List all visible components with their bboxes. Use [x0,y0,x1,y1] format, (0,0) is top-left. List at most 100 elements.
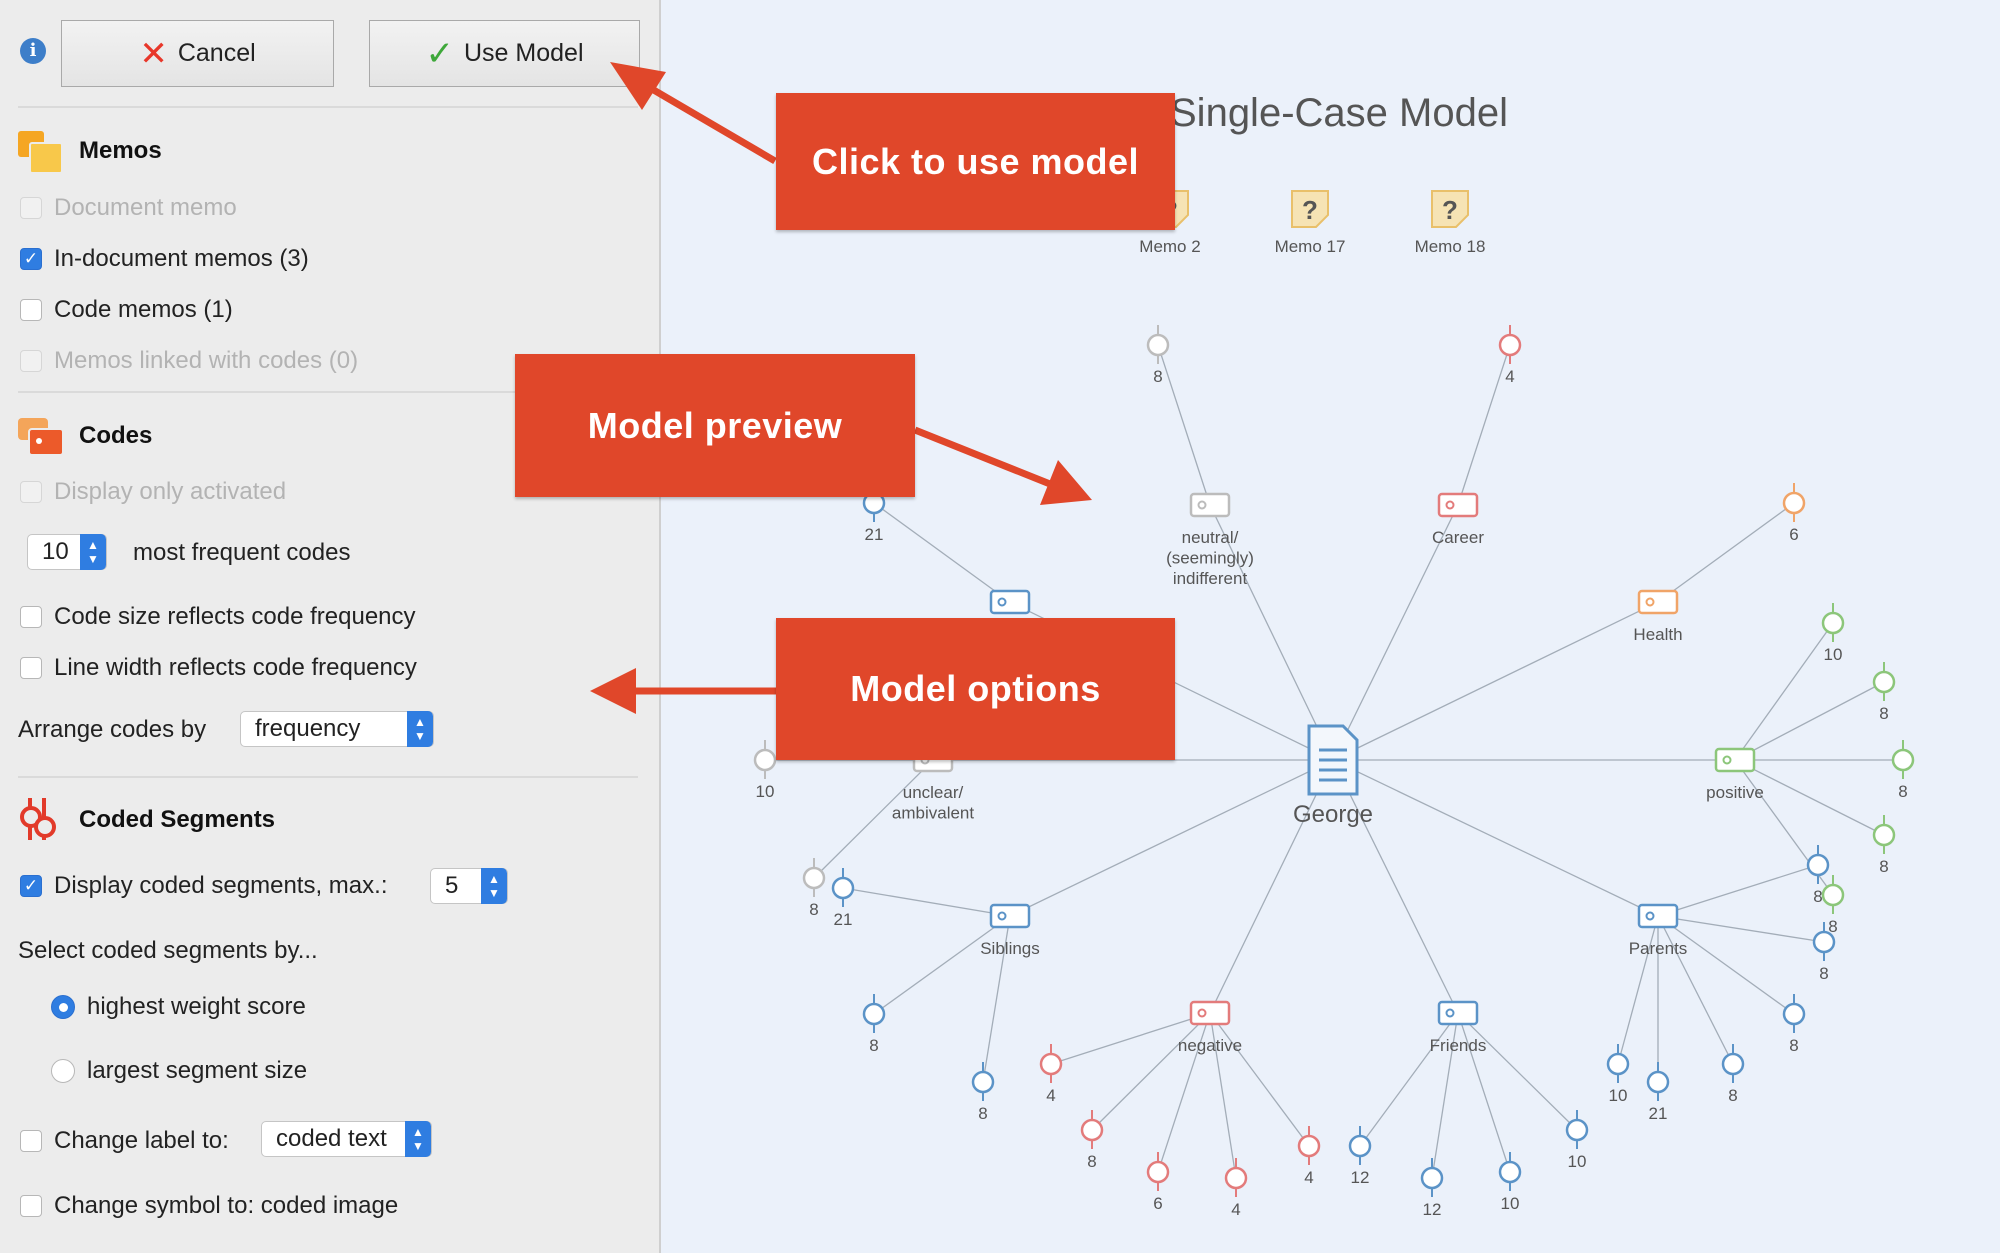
segment-link [1657,915,1734,1065]
segment-link [1657,915,1825,943]
select-arrows-icon[interactable]: ▲▼ [407,711,433,747]
highest-weight-radio[interactable] [51,995,75,1019]
coded-segment-icon[interactable] [862,994,886,1033]
change-label-checkbox[interactable] [20,1130,42,1152]
coded-segment-icon[interactable] [1782,483,1806,522]
change-label-option[interactable]: Change label to: [20,1127,229,1155]
coded-segment-icon[interactable] [1498,1152,1522,1191]
largest-segment-radio[interactable] [51,1059,75,1083]
coded-segment-icon[interactable] [1080,1110,1104,1149]
document-memo-option: Document memo [20,194,237,222]
coded-segment-icon[interactable] [1872,815,1896,854]
coded-segment-icon[interactable] [1891,740,1915,779]
change-label-value: coded text [276,1125,387,1152]
segment-count-label: 8 [869,1036,878,1055]
coded-segment-icon[interactable] [1224,1158,1248,1197]
stepper-arrows-icon[interactable]: ▲▼ [80,534,106,570]
stepper-arrows-icon[interactable]: ▲▼ [481,868,507,904]
display-coded-segments-label: Display coded segments, max.: [54,872,388,899]
code-tag-icon[interactable] [989,589,1031,615]
code-tag-icon[interactable] [989,903,1031,929]
coded-segment-icon[interactable] [971,1062,995,1101]
code-size-option[interactable]: Code size reflects code frequency [20,603,416,631]
coded-segment-icon[interactable] [1782,994,1806,1033]
info-icon[interactable]: i [20,38,46,64]
cancel-button[interactable]: ✕ Cancel [61,20,334,87]
segment-count-label: 4 [1505,367,1514,386]
code-link [1209,504,1334,761]
change-symbol-option[interactable]: Change symbol to: coded image [20,1192,398,1220]
segment-count-label: 8 [1898,782,1907,801]
in-document-memos-label: In-document memos (3) [54,245,309,272]
in-document-memos-checkbox[interactable]: ✓ [20,248,42,270]
segment-count-label: 8 [1728,1086,1737,1105]
document-memo-checkbox [20,197,42,219]
most-frequent-codes-stepper[interactable]: 10 ▲▼ [27,534,107,570]
code-tag-icon[interactable] [1637,903,1679,929]
display-coded-segments-option[interactable]: ✓ Display coded segments, max.: [20,872,387,900]
coded-segment-icon[interactable] [802,858,826,897]
code-tag-icon[interactable] [1437,492,1479,518]
segment-link [1657,915,1795,1015]
coded-segment-icon[interactable] [1721,1044,1745,1083]
coded-segment-icon[interactable] [1297,1126,1321,1165]
code-memos-option[interactable]: Code memos (1) [20,296,233,324]
coded-segment-icon[interactable] [1821,603,1845,642]
segment-count-label: 8 [1153,367,1162,386]
in-document-memos-option[interactable]: ✓ In-document memos (3) [20,245,309,273]
code-size-checkbox[interactable] [20,606,42,628]
segment-link [1050,1012,1211,1065]
document-icon[interactable] [1307,724,1359,796]
coded-segment-icon[interactable] [1146,1152,1170,1191]
coded-segment-icon[interactable] [1812,922,1836,961]
code-link [1332,504,1459,761]
max-segments-stepper[interactable]: 5 ▲▼ [430,868,508,904]
memos-linked-option: Memos linked with codes (0) [20,347,358,375]
question-mark-icon: ? [1442,195,1458,225]
code-tag-icon[interactable] [1189,492,1231,518]
coded-segment-icon[interactable] [1498,325,1522,364]
code-tag-icon[interactable] [1637,589,1679,615]
code-label: unclear/ambivalent [892,783,974,822]
change-symbol-checkbox[interactable] [20,1195,42,1217]
segment-link [1157,1012,1211,1173]
memo-note-icon[interactable]: ? [1431,190,1469,228]
coded-segment-icon[interactable] [1806,845,1830,884]
coded-segment-icon[interactable] [1606,1044,1630,1083]
use-model-label: Use Model [464,39,584,67]
segment-count-label: 8 [1087,1152,1096,1171]
display-coded-segments-checkbox[interactable]: ✓ [20,875,42,897]
select-arrows-icon[interactable]: ▲▼ [405,1121,431,1157]
coded-segment-icon[interactable] [1646,1062,1670,1101]
segment-count-label: 8 [1819,964,1828,983]
code-tag-icon[interactable] [1714,747,1756,773]
codes-icon [18,418,64,456]
code-memos-checkbox[interactable] [20,299,42,321]
coded-segment-icon[interactable] [1565,1110,1589,1149]
coded-segment-icon[interactable] [1348,1126,1372,1165]
coded-segment-icon[interactable] [831,868,855,907]
largest-segment-option[interactable]: largest segment size [51,1057,307,1085]
coded-segment-icon[interactable] [1821,875,1845,914]
line-width-checkbox[interactable] [20,657,42,679]
line-width-option[interactable]: Line width reflects code frequency [20,654,417,682]
highest-weight-option[interactable]: highest weight score [51,993,306,1021]
code-tag-icon[interactable] [1437,1000,1479,1026]
coded-segment-icon[interactable] [753,740,777,779]
use-model-button[interactable]: ✓ Use Model [369,20,640,87]
coded-segment-icon[interactable] [1146,325,1170,364]
coded-segment-icon[interactable] [1420,1158,1444,1197]
arrange-codes-select[interactable]: frequency ▲▼ [240,711,434,747]
code-tag-icon[interactable] [1189,1000,1231,1026]
memo-note-icon[interactable]: ? [1291,190,1329,228]
coded-segment-icon[interactable] [1039,1044,1063,1083]
change-label-select[interactable]: coded text ▲▼ [261,1121,432,1157]
segment-link [842,887,1011,917]
segment-count-label: 21 [834,910,853,929]
line-width-label: Line width reflects code frequency [54,654,417,681]
segment-count-label: 21 [865,525,884,544]
coded-segment-icon[interactable] [1872,662,1896,701]
separator [18,391,638,393]
codes-section-title: Codes [79,422,153,449]
segment-link [1359,1012,1459,1147]
